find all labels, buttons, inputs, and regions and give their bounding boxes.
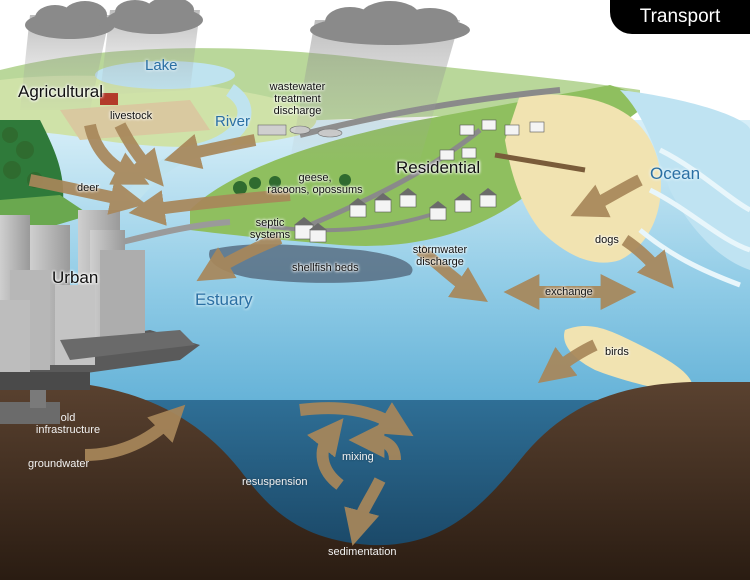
title-tab: Transport — [610, 0, 750, 34]
label-wastewater-line2: treatment — [274, 93, 321, 105]
label-ocean: Ocean — [650, 164, 701, 183]
label-stormwater-line2: discharge — [416, 256, 464, 268]
label-septic-line2: systems — [249, 229, 291, 241]
label-resuspension: resuspension — [242, 476, 308, 488]
label-wastewater-line3: discharge — [273, 105, 322, 117]
label-wastewater: wastewater treatment discharge — [265, 81, 330, 117]
label-lake: Lake — [145, 57, 178, 74]
label-stormwater: stormwater discharge — [405, 244, 475, 268]
label-old-infrastructure-line2: infrastructure — [35, 424, 101, 436]
label-shellfish-beds: shellfish beds — [292, 262, 359, 274]
label-deer: deer — [77, 182, 100, 194]
label-septic-line1: septic — [255, 217, 285, 229]
label-wastewater-line1: wastewater — [269, 81, 326, 93]
label-exchange: exchange — [545, 286, 593, 298]
label-river: River — [215, 113, 251, 130]
label-residential: Residential — [396, 158, 481, 177]
label-livestock: livestock — [110, 110, 153, 122]
label-old-infrastructure: old infrastructure — [28, 412, 108, 436]
label-mixing: mixing — [342, 451, 374, 463]
label-dogs: dogs — [595, 234, 619, 246]
label-stormwater-line1: stormwater — [412, 244, 468, 256]
label-sedimentation: sedimentation — [328, 546, 397, 558]
label-septic: septic systems — [245, 217, 295, 241]
label-geese-line2: racoons, opossums — [267, 184, 363, 196]
label-estuary: Estuary — [195, 290, 253, 309]
label-groundwater: groundwater — [28, 458, 90, 470]
label-urban: Urban — [52, 268, 99, 287]
label-geese: geese, racoons, opossums — [265, 172, 365, 196]
label-old-infrastructure-line1: old — [60, 412, 76, 424]
label-agricultural: Agricultural — [18, 82, 104, 101]
label-birds: birds — [605, 346, 629, 358]
label-geese-line1: geese, — [298, 172, 332, 184]
